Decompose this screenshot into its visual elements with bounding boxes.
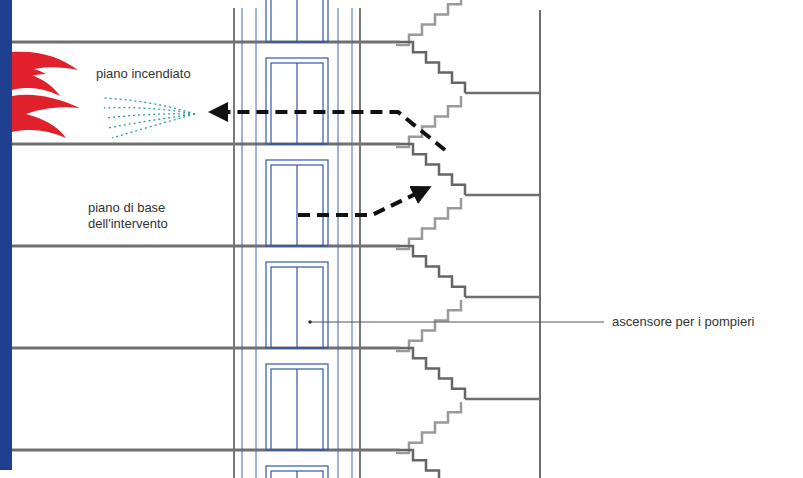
door-split	[296, 0, 297, 42]
door-split	[296, 471, 297, 478]
stair-landing	[465, 194, 540, 197]
stair-flight	[400, 246, 465, 297]
elevator-door	[271, 267, 323, 348]
elevator-door	[271, 63, 323, 144]
leader-dot	[308, 320, 312, 324]
stair-flight	[400, 450, 465, 478]
elevator-car	[266, 58, 328, 144]
elevator-car	[266, 160, 328, 246]
elevator-door	[271, 471, 323, 478]
stair-flight	[400, 348, 465, 399]
elevator-door	[271, 369, 323, 450]
elevator-cars	[266, 0, 328, 478]
elevator-car	[266, 0, 328, 42]
water-spray	[102, 98, 195, 138]
stair-flight	[400, 42, 465, 93]
door-split	[296, 369, 297, 450]
stair-flight	[396, 0, 461, 45]
stair-flight	[396, 96, 461, 147]
elevator-car	[266, 466, 328, 478]
elevator-door	[271, 165, 323, 246]
stair-flight	[400, 144, 465, 195]
stair-landing	[465, 296, 540, 299]
stair-flight	[396, 402, 461, 453]
path-arrows	[212, 112, 445, 215]
elevator-shaft	[234, 8, 360, 478]
stair-landing	[465, 398, 540, 401]
stair-landing	[465, 92, 540, 95]
fire-symbol	[12, 52, 80, 138]
floor-label: piano incendiato	[96, 66, 226, 82]
stair-flight	[396, 300, 461, 351]
stair-flight	[396, 198, 461, 249]
outer-wall	[539, 10, 541, 478]
elevator-door	[271, 0, 323, 42]
door-split	[296, 165, 297, 246]
elevator-car	[266, 262, 328, 348]
door-split	[296, 63, 297, 144]
leader-line	[310, 322, 604, 323]
side-bar	[0, 0, 12, 470]
door-split	[296, 267, 297, 348]
floor-label: piano di base dell'intervento	[88, 200, 192, 232]
callout-label: ascensore per i pompieri	[612, 314, 792, 330]
elevator-car	[266, 364, 328, 450]
floor-slabs	[12, 42, 400, 450]
staircase	[396, 0, 540, 478]
